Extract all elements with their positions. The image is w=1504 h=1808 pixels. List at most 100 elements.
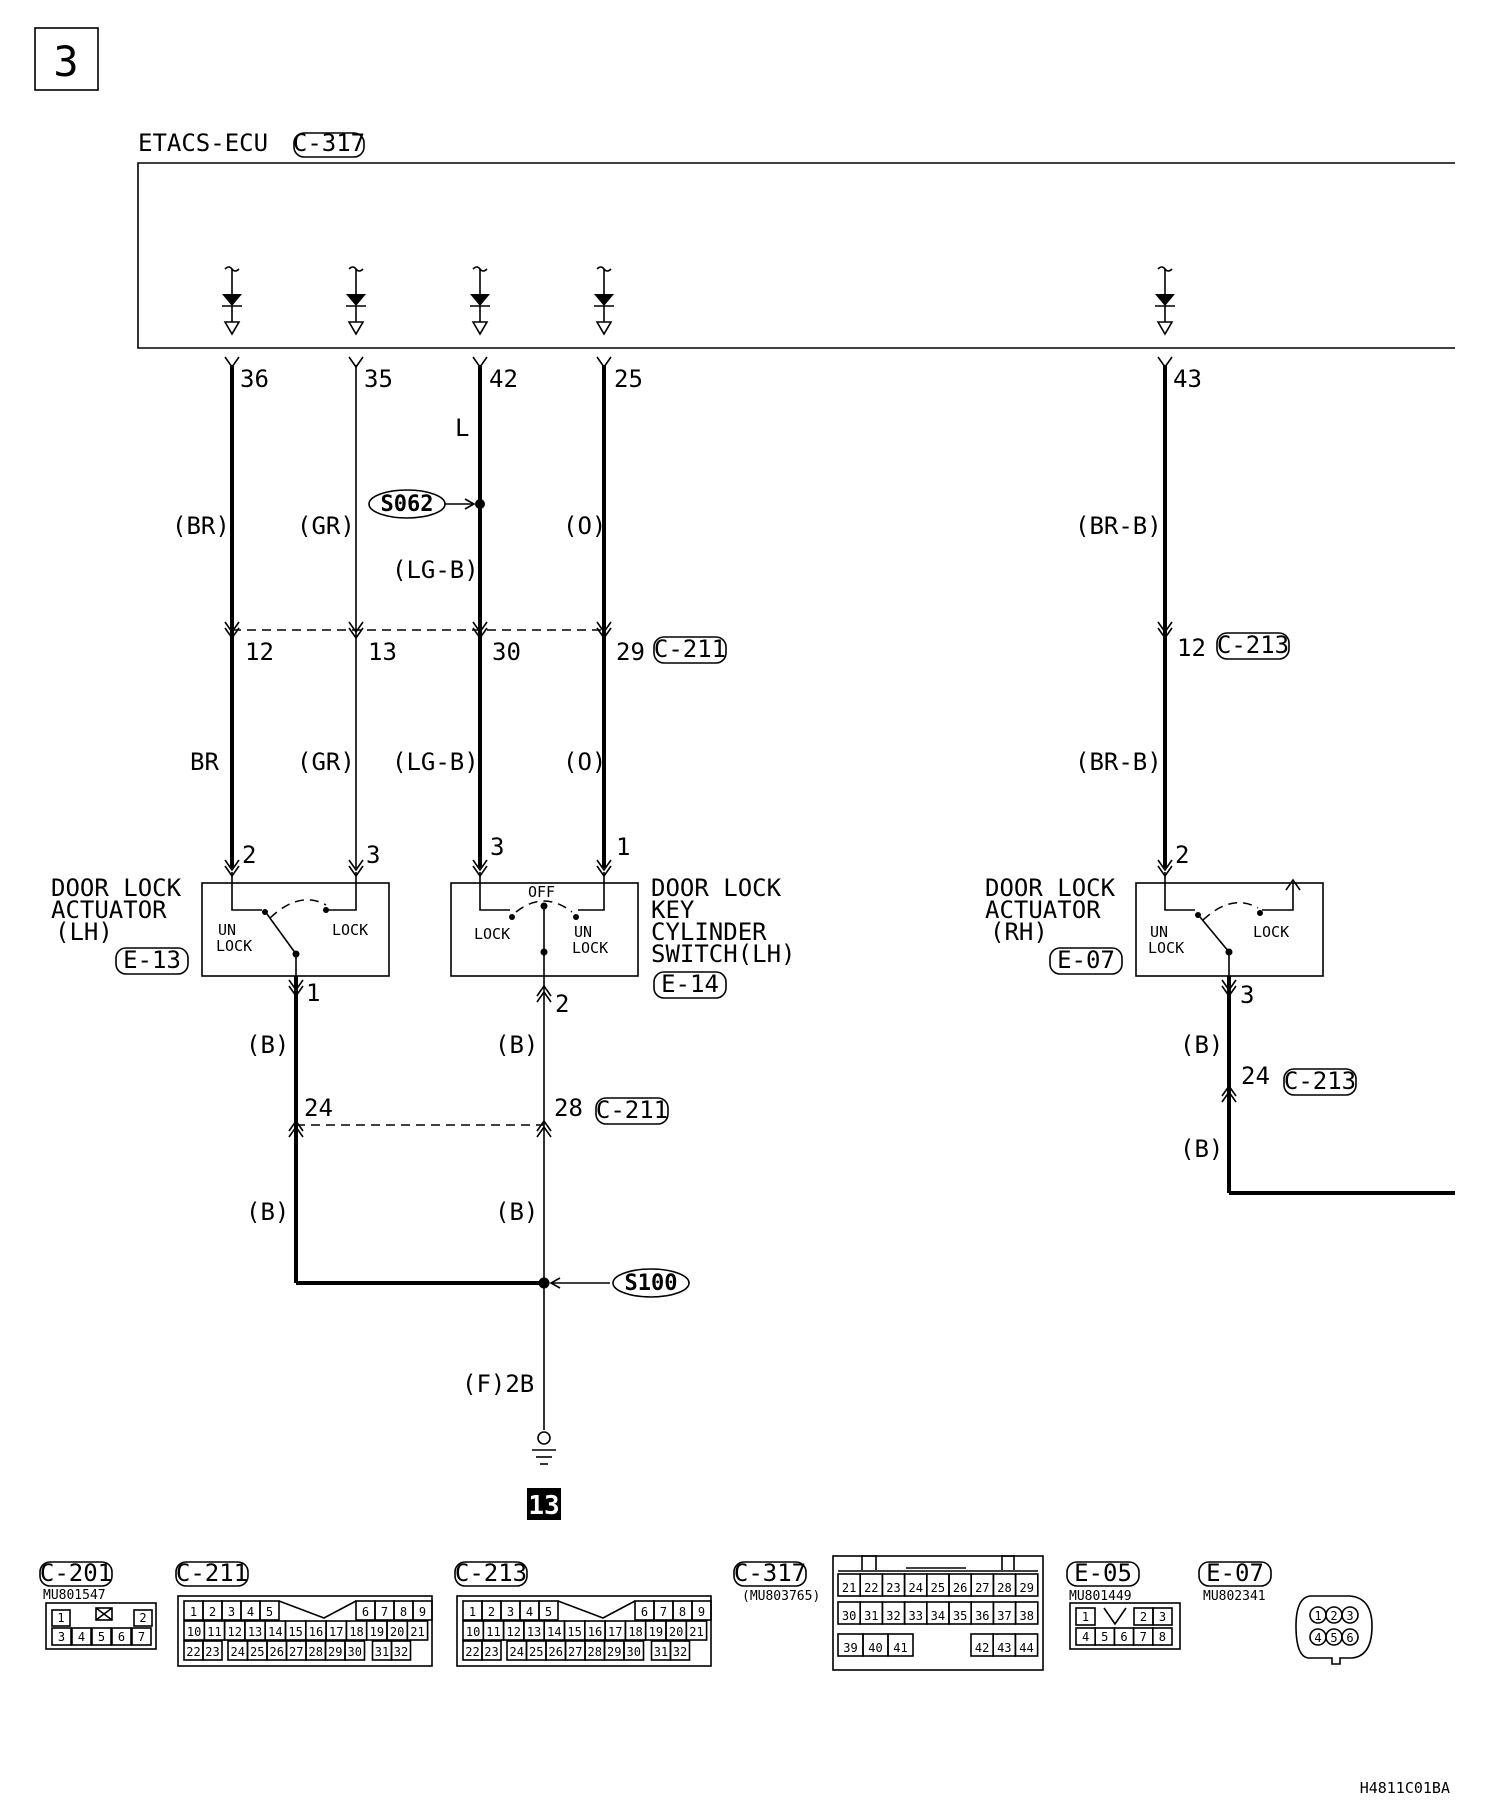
svg-text:5: 5 bbox=[266, 1605, 273, 1619]
svg-text:39: 39 bbox=[843, 1641, 857, 1655]
door-lock-key-cylinder-switch-lh: OFF LOCK UN LOCK 3 1 DOOR LOCK KEY CYLIN… bbox=[450, 833, 796, 977]
svg-text:29: 29 bbox=[1019, 1581, 1033, 1595]
svg-text:31: 31 bbox=[864, 1609, 878, 1623]
wire-color-label: (B) bbox=[495, 1198, 538, 1226]
svg-text:9: 9 bbox=[698, 1605, 705, 1619]
svg-text:C-213: C-213 bbox=[1217, 631, 1289, 659]
svg-text:10: 10 bbox=[466, 1625, 480, 1639]
wire-color-label: (BR) bbox=[172, 512, 230, 540]
svg-text:22: 22 bbox=[186, 1645, 200, 1659]
svg-text:31: 31 bbox=[375, 1645, 389, 1659]
ecu-pin-35-symbol bbox=[345, 266, 367, 335]
wire-b-lh-actuator: 1 bbox=[288, 976, 544, 1285]
wire-color-label: BR bbox=[190, 748, 219, 776]
svg-text:C-201: C-201 bbox=[40, 1559, 112, 1587]
svg-text:26: 26 bbox=[549, 1645, 563, 1659]
svg-text:21: 21 bbox=[410, 1625, 424, 1639]
svg-text:21: 21 bbox=[689, 1625, 703, 1639]
svg-text:7: 7 bbox=[1140, 1630, 1147, 1644]
c211-pin-label: 24 bbox=[304, 1094, 333, 1122]
svg-text:23: 23 bbox=[205, 1645, 219, 1659]
wire-o bbox=[596, 356, 612, 877]
svg-text:26: 26 bbox=[270, 1645, 284, 1659]
c213-badge-lower: C-213 bbox=[1283, 1067, 1357, 1096]
svg-text:7: 7 bbox=[138, 1630, 145, 1644]
c213-view-badge: C-213 bbox=[454, 1559, 528, 1587]
ecu-pin-label: 43 bbox=[1173, 365, 1202, 393]
ecu-pin-label: 36 bbox=[240, 365, 269, 393]
svg-text:4: 4 bbox=[78, 1630, 85, 1644]
c211-badge-upper: C-211 bbox=[653, 635, 727, 664]
svg-text:17: 17 bbox=[608, 1625, 622, 1639]
svg-text:6: 6 bbox=[1346, 1631, 1353, 1645]
c213-pin-label: 12 bbox=[1177, 634, 1206, 662]
connector-part-number: MU801449 bbox=[1069, 1589, 1132, 1604]
e05-badge: E-05 bbox=[1066, 1559, 1140, 1587]
door-lock-actuator-rh: DOOR LOCK ACTUATOR (RH) UN LOCK LOCK 2 bbox=[985, 841, 1324, 977]
e07-badge: E-07 bbox=[1198, 1559, 1272, 1587]
svg-text:LOCK: LOCK bbox=[572, 939, 608, 957]
wire-b-key-cylinder: 2 bbox=[536, 976, 569, 1430]
ecu-pin-43-symbol bbox=[1154, 266, 1176, 335]
svg-text:24: 24 bbox=[510, 1645, 524, 1659]
page-number: 3 bbox=[53, 37, 78, 86]
ecu-box bbox=[137, 162, 1455, 349]
svg-text:1: 1 bbox=[57, 1611, 64, 1625]
svg-text:2: 2 bbox=[139, 1611, 146, 1625]
svg-text:16: 16 bbox=[309, 1625, 323, 1639]
svg-text:(LH): (LH) bbox=[55, 918, 113, 946]
svg-text:8: 8 bbox=[400, 1605, 407, 1619]
svg-text:13: 13 bbox=[248, 1625, 262, 1639]
svg-text:24: 24 bbox=[231, 1645, 245, 1659]
svg-text:5: 5 bbox=[1330, 1631, 1337, 1645]
svg-text:12: 12 bbox=[228, 1625, 242, 1639]
wire-gr bbox=[348, 356, 364, 877]
svg-text:5: 5 bbox=[1101, 1630, 1108, 1644]
svg-text:43: 43 bbox=[997, 1641, 1011, 1655]
svg-text:1: 1 bbox=[190, 1605, 197, 1619]
svg-text:3: 3 bbox=[58, 1630, 65, 1644]
svg-text:DOOR LOCK: DOOR LOCK bbox=[985, 874, 1116, 902]
svg-text:2: 2 bbox=[488, 1605, 495, 1619]
svg-text:6: 6 bbox=[118, 1630, 125, 1644]
wire-color-label: (GR) bbox=[297, 748, 355, 776]
svg-text:1: 1 bbox=[1082, 1610, 1089, 1624]
svg-text:S100: S100 bbox=[625, 1271, 678, 1296]
svg-text:E-13: E-13 bbox=[123, 946, 181, 974]
svg-text:3: 3 bbox=[366, 841, 380, 869]
connector-part-number: MU802341 bbox=[1203, 1589, 1266, 1604]
svg-text:2: 2 bbox=[242, 841, 256, 869]
svg-text:C-317: C-317 bbox=[734, 1559, 806, 1587]
svg-text:7: 7 bbox=[660, 1605, 667, 1619]
svg-text:37: 37 bbox=[997, 1609, 1011, 1623]
svg-text:2: 2 bbox=[1140, 1610, 1147, 1624]
e14-badge: E-14 bbox=[653, 970, 727, 999]
svg-text:5: 5 bbox=[545, 1605, 552, 1619]
svg-text:7: 7 bbox=[381, 1605, 388, 1619]
connector-part-number: (MU803765) bbox=[742, 1589, 820, 1604]
svg-text:4: 4 bbox=[247, 1605, 254, 1619]
ground-symbol bbox=[532, 1431, 556, 1465]
svg-text:27: 27 bbox=[975, 1581, 989, 1595]
svg-text:4: 4 bbox=[1082, 1630, 1089, 1644]
e07-badge: E-07 bbox=[1049, 946, 1123, 975]
svg-text:26: 26 bbox=[953, 1581, 967, 1595]
wire-color-label: (B) bbox=[1180, 1031, 1223, 1059]
c211-badge-lower: C-211 bbox=[595, 1096, 669, 1125]
ecu-label: ETACS-ECU bbox=[138, 129, 268, 157]
svg-text:E-05: E-05 bbox=[1074, 1559, 1132, 1587]
svg-text:29: 29 bbox=[328, 1645, 342, 1659]
svg-text:20: 20 bbox=[390, 1625, 404, 1639]
svg-text:ACTUATOR: ACTUATOR bbox=[51, 896, 167, 924]
svg-text:C-213: C-213 bbox=[455, 1559, 527, 1587]
wire-color-label: (B) bbox=[246, 1198, 289, 1226]
svg-text:8: 8 bbox=[1159, 1630, 1166, 1644]
wire-color-label: (O) bbox=[563, 748, 606, 776]
svg-text:3: 3 bbox=[228, 1605, 235, 1619]
svg-text:27: 27 bbox=[289, 1645, 303, 1659]
